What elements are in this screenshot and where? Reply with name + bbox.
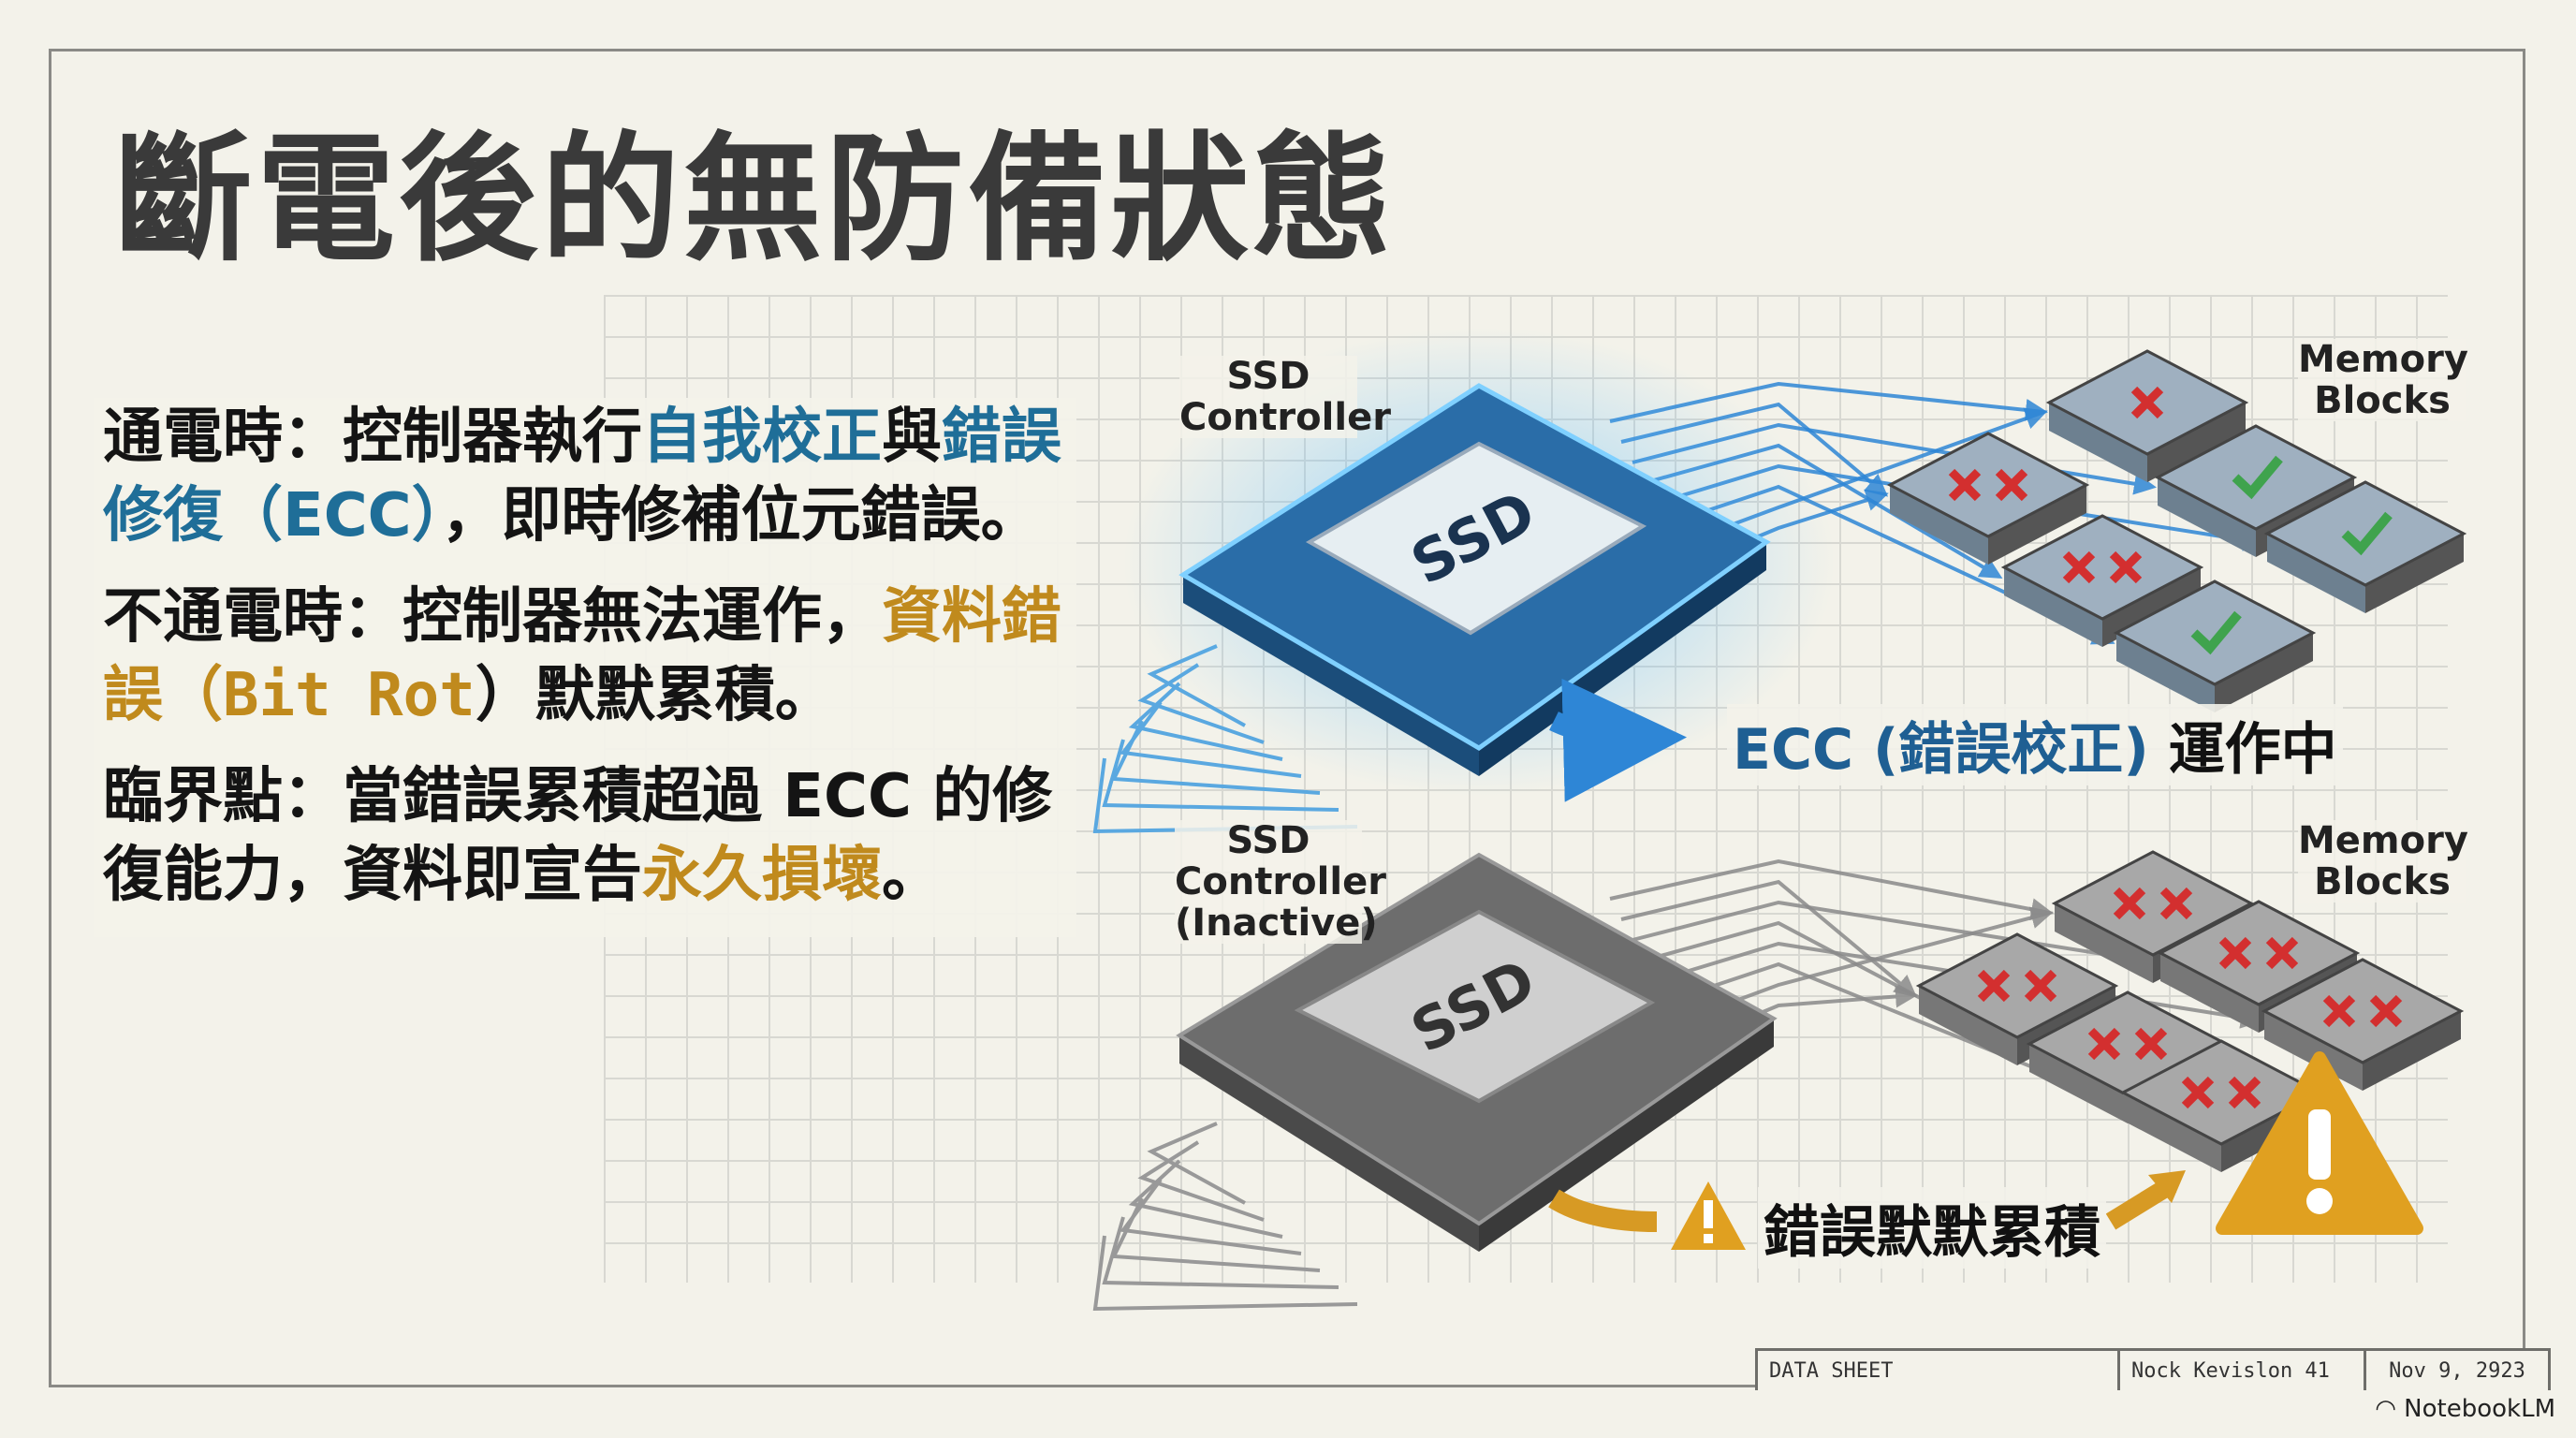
memory-block: [2263, 480, 2467, 613]
error-x-icon: [2087, 1027, 2121, 1061]
pin-trace: [1120, 700, 1302, 778]
signal-line: [1609, 858, 2054, 921]
check-icon: [2341, 511, 2393, 556]
footer-cell-date: Nov 9, 2923: [2389, 1358, 2525, 1383]
memory-block: [2113, 580, 2317, 712]
error-x-icon: [2113, 887, 2146, 920]
error-x-icon: [2228, 1076, 2261, 1109]
footer-table: DATA SHEET Nock Kevislon 41 Nov 9, 2923: [1755, 1348, 2551, 1390]
check-icon: [2190, 610, 2242, 655]
page-title: 斷電後的無防備狀態: [103, 86, 1406, 287]
error-x-icon: [2322, 994, 2356, 1028]
slide-frame: [49, 49, 2525, 1387]
error-accumulating-status: 錯誤默默累積: [1758, 1187, 2106, 1269]
pin-trace: [1128, 1159, 1283, 1239]
pin-trace: [1120, 1178, 1302, 1255]
error-x-icon: [2024, 969, 2057, 1003]
error-x-icon: [2130, 386, 2164, 419]
error-x-icon: [2062, 550, 2096, 584]
memory-block: [2261, 958, 2465, 1091]
brand-logo: ◠ NotebookLM: [2375, 1395, 2555, 1423]
pin-trace: [1128, 682, 1283, 761]
accumulate-arrow: [1548, 1189, 1658, 1232]
ssd-controller-chip-active: SSD: [1178, 383, 1771, 776]
point-critical: 臨界點：當錯誤累積超過 ECC 的修復能力，資料即宣告永久損壞。: [103, 762, 1053, 910]
error-x-icon: [2109, 550, 2143, 584]
pin-trace: [1147, 1122, 1246, 1205]
ecc-status: ECC (錯誤校正) 運作中: [1727, 704, 2343, 785]
error-x-icon: [2181, 1076, 2215, 1109]
footer-cell-revision: Nock Kevislon 41: [2120, 1351, 2366, 1390]
error-x-icon: [2369, 994, 2403, 1028]
memory-block: [1886, 432, 2090, 565]
pin-trace: [1102, 739, 1339, 812]
bullet-text: 通電時：控制器執行自我校正與錯誤修復（ECC），即時修補位元錯誤。 不通電時：控…: [94, 398, 1076, 937]
ecc-arrow: [1549, 678, 1687, 802]
memory-block: [2045, 349, 2249, 482]
pin-trace: [1102, 1216, 1339, 1289]
warning-large-icon: [2216, 1051, 2423, 1235]
footer-cell-title: DATA SHEET: [1758, 1351, 2120, 1390]
error-x-icon: [1977, 969, 2011, 1003]
memory-block: [2000, 514, 2204, 647]
error-x-icon: [1948, 468, 1982, 502]
pin-trace: [1137, 1140, 1265, 1222]
error-x-icon: [2218, 936, 2252, 970]
pin-trace: [1092, 1235, 1358, 1312]
error-x-icon: [2265, 936, 2299, 970]
error-x-icon: [1995, 468, 2028, 502]
point-unpowered: 不通電時：控制器無法運作，資料錯誤（Bit Rot）默默累積。: [103, 582, 1061, 730]
check-icon: [2232, 455, 2283, 500]
error-x-icon: [2159, 887, 2193, 920]
ssd-controller-chip-inactive: SSD: [1176, 852, 1778, 1252]
warning-small-icon: [1671, 1181, 1746, 1250]
error-x-icon: [2134, 1027, 2168, 1061]
point-powered: 通電時：控制器執行自我校正與錯誤修復（ECC），即時修補位元錯誤。: [103, 403, 1061, 550]
